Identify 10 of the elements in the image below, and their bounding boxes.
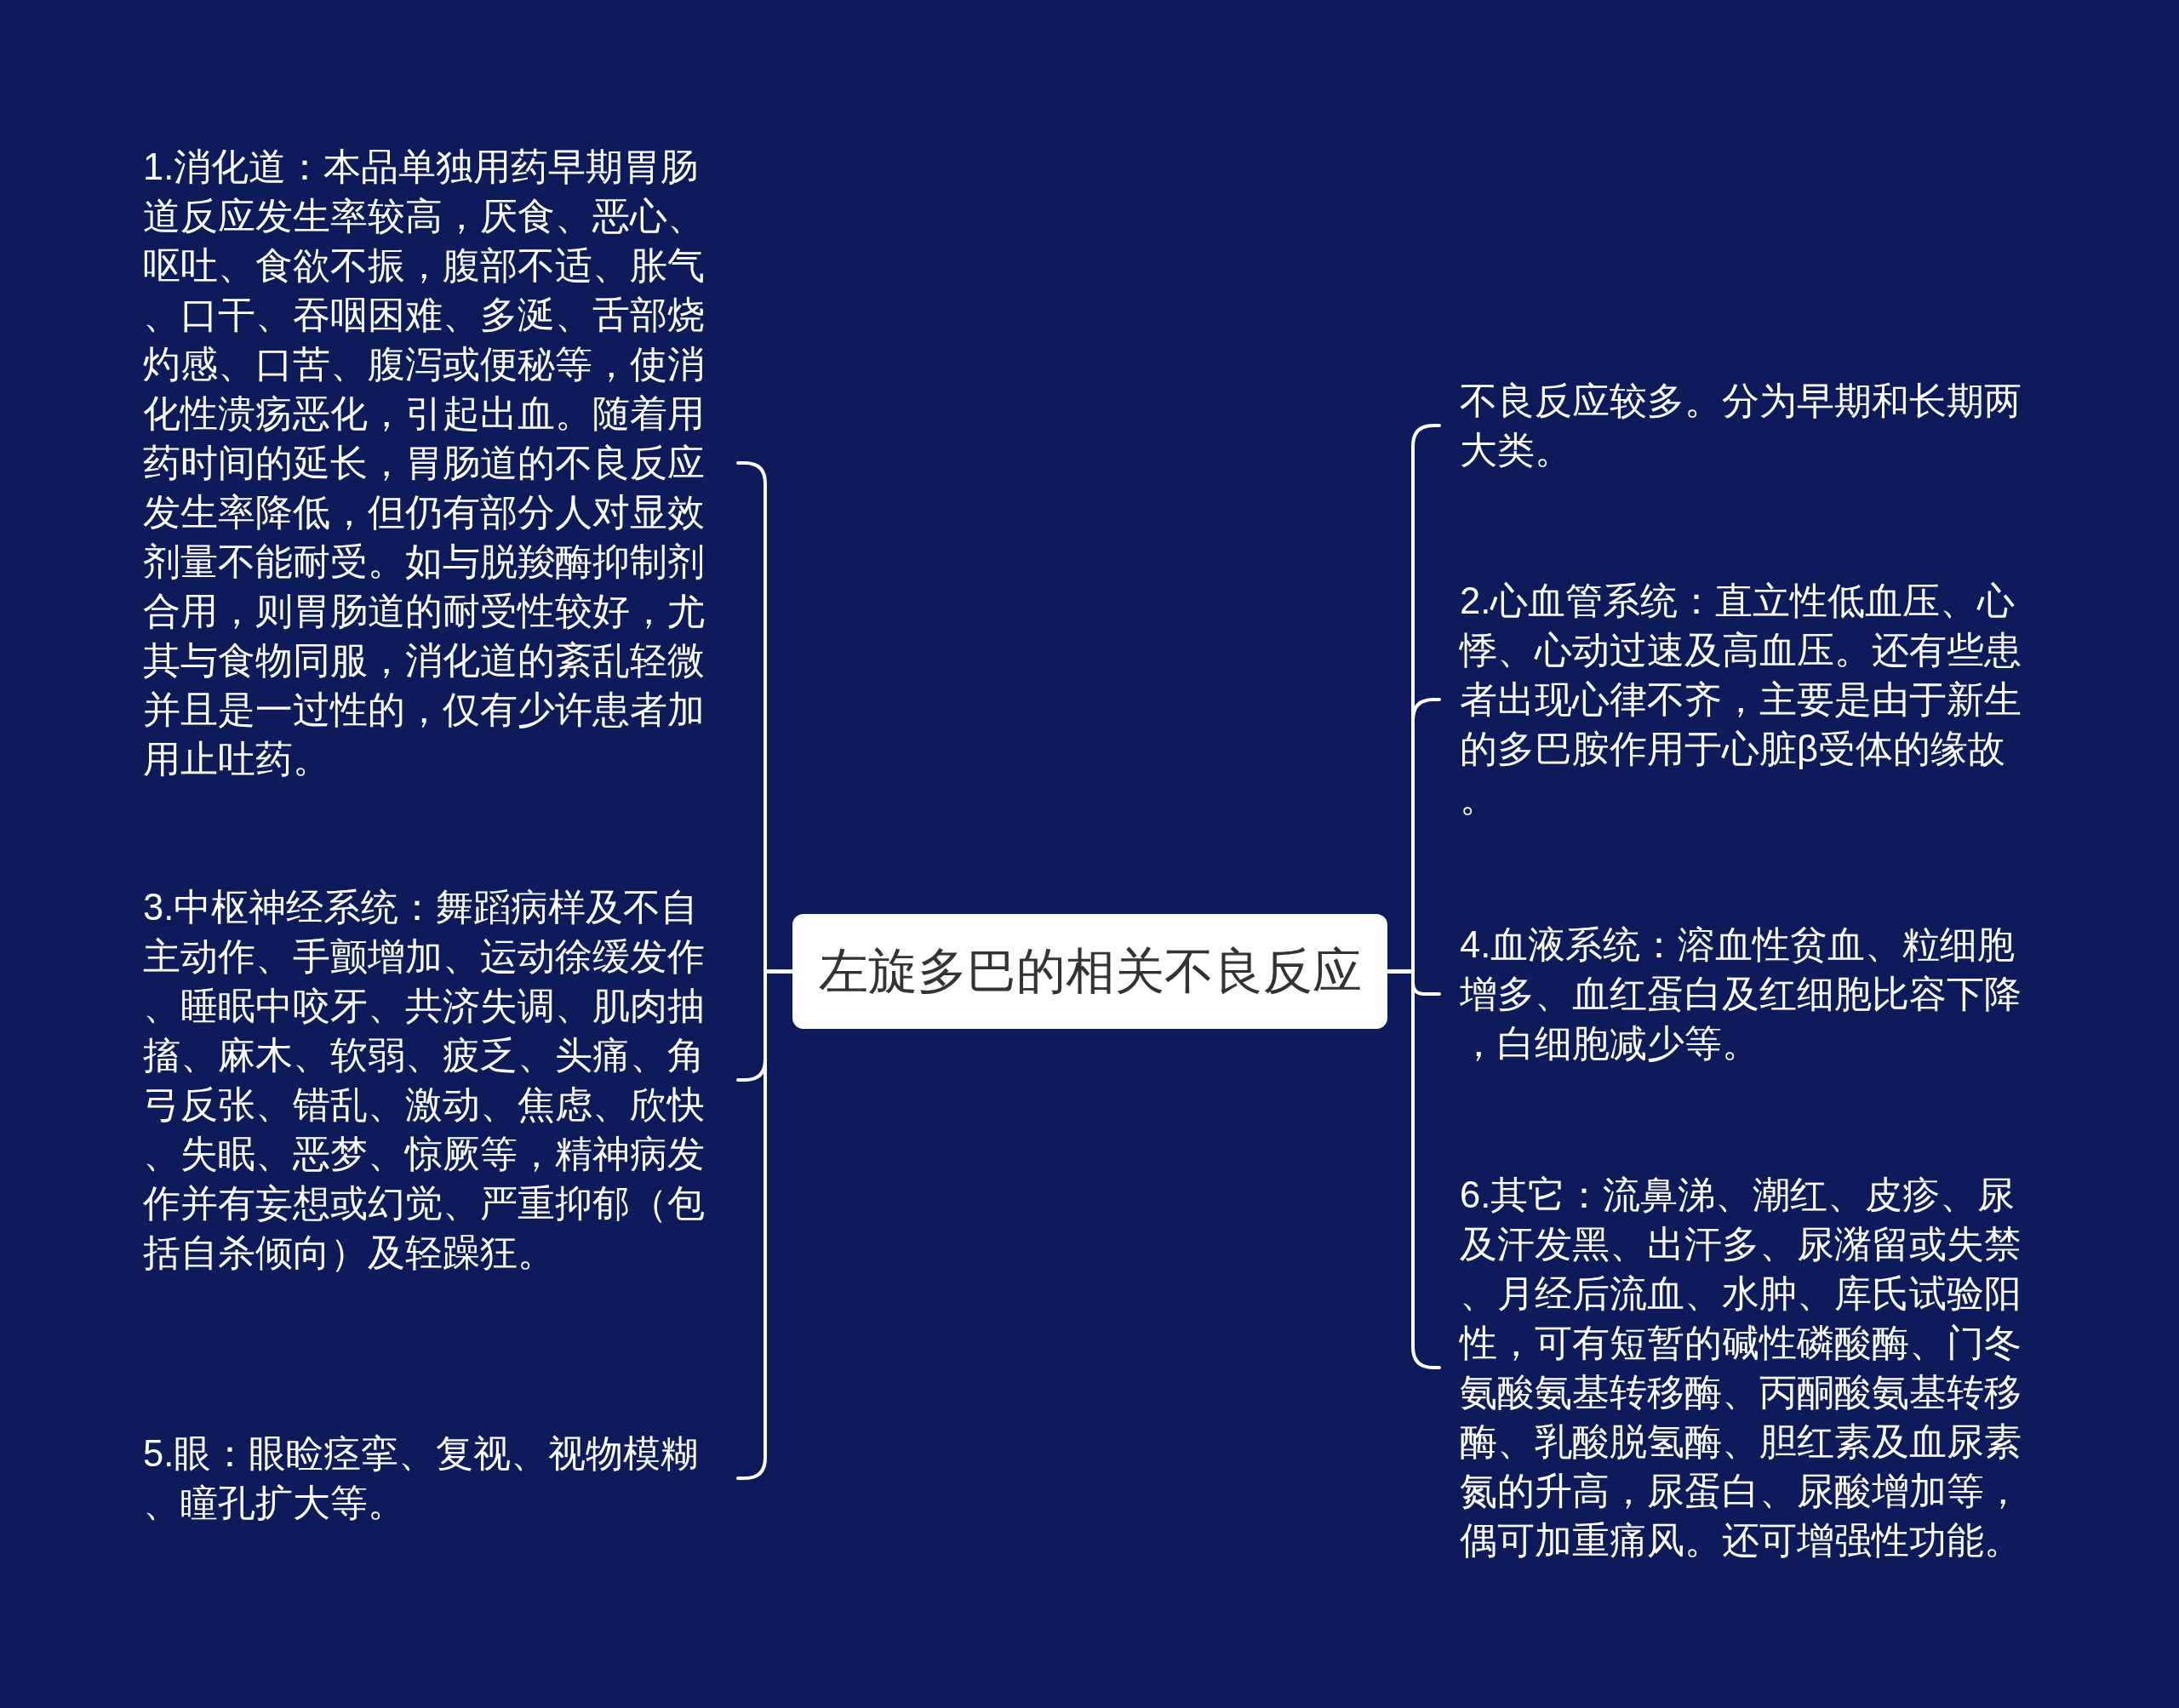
connector xyxy=(1386,969,1441,1369)
note-text: 不良反应较多。分为早期和长期两大类。 xyxy=(1439,376,2027,475)
note-text: 5.眼：眼睑痉挛、复视、视物模糊、瞳孔扩大等。 xyxy=(143,1429,738,1528)
note-text: 6.其它：流鼻涕、潮红、皮疹、尿及汗发黑、出汗多、尿潴留或失禁、月经后流血、水肿、库氏试验阳性，可有短暂的碱性磷酸酶、门冬氨酸氨基转移酶、丙酮酸氨基转移酶、乳酸脱氢酶、胆红素及血尿素氮的升高，尿蛋白、尿酸增加等，偶可加重痛风。还可增强性功能。 xyxy=(1439,1170,2027,1565)
note-text: 1.消化道：本品单独用药早期胃肠道反应发生率较高，厌食、恶心、呕吐、食欲不振，腹部不适、胀气、口干、吞咽困难、多涎、舌部烧灼感、口苦、腹泻或便秘等，使消化性溃疡恶化，引起出血。随着用药时间的延长，胃肠道的不良反应发生率降低，但仍有部分人对显效剂量不能耐受。如与脱羧酶抑制剂合用，则胃肠道的耐受性较好，尤其与食物同服，消化道的紊乱轻微并且是一过性的，仅有少许患者加用止吐药。 xyxy=(143,142,738,784)
topic-box: 左旋多巴的相关不良反应 xyxy=(792,914,1387,1029)
connector xyxy=(736,969,794,1480)
note-text: 2.心血管系统：直立性低血压、心悸、心动过速及高血压。还有些患者出现心律不齐，主要是由于新生的多巴胺作用于心脏β受体的缘故。 xyxy=(1439,576,2027,823)
note-text: 3.中枢神经系统：舞蹈病样及不自主动作、手颤增加、运动徐缓发作、睡眠中咬牙、共济失调、肌肉抽搐、麻木、软弱、疲乏、头痛、角弓反张、错乱、激动、焦虑、欣快、失眠、恶梦、惊厥等，精神病发作并有妄想或幻觉、严重抑郁（包括自杀倾向）及轻躁狂。 xyxy=(143,883,738,1277)
note-text: 4.血液系统：溶血性贫血、粒细胞增多、血红蛋白及红细胞比容下降，白细胞减少等。 xyxy=(1439,920,2027,1068)
